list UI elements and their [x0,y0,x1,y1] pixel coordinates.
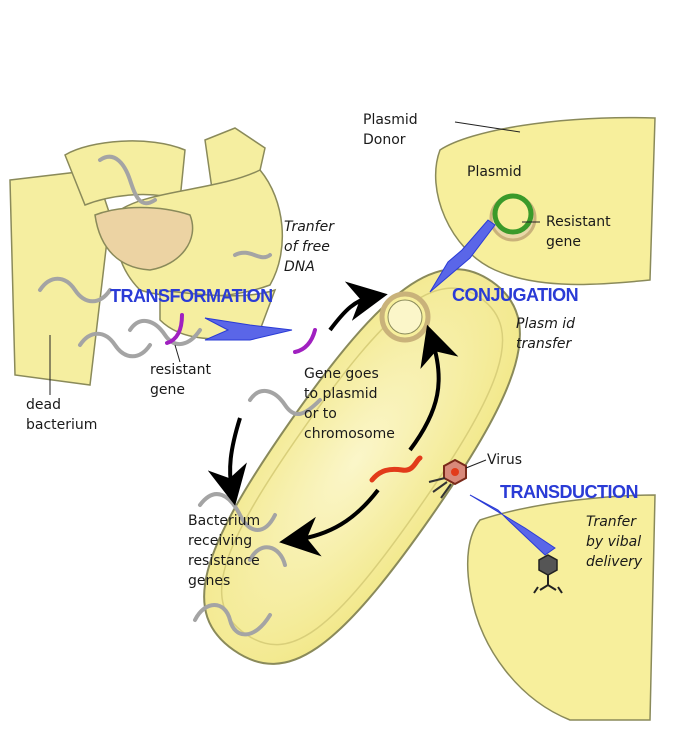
arrow-down-left [230,418,240,490]
transfer-free-dna-label: Tranfer of free DNA [284,217,334,277]
bacterium-receiving-label: Bacterium receiving resistance genes [188,511,260,591]
virus-label: Virus [487,450,522,470]
gene-goes-label: Gene goes to plasmid or to chromosome [304,364,395,444]
transduction-title: TRANSDUCTION [500,482,638,503]
resistant-gene-label-left: resistant gene [150,360,211,400]
plasmid-donor-label: Plasmid Donor [363,110,418,150]
plasmid-label: Plasmid [467,162,522,182]
dead-bacterium [10,128,282,385]
dead-bacterium-label: dead bacterium [26,395,97,435]
receiving-plasmid [382,294,428,340]
plasmid-transfer-label: Plasm id transfer [516,314,575,354]
transformation-title: TRANSFORMATION [110,286,273,307]
conjugation-title: CONJUGATION [452,285,578,306]
donor-plasmid [491,196,535,240]
transfer-viral-label: Tranfer by vibal delivery [586,512,642,572]
resistant-gene-label-right: Resistant gene [546,212,611,252]
resistant-gene-entering [295,330,315,352]
